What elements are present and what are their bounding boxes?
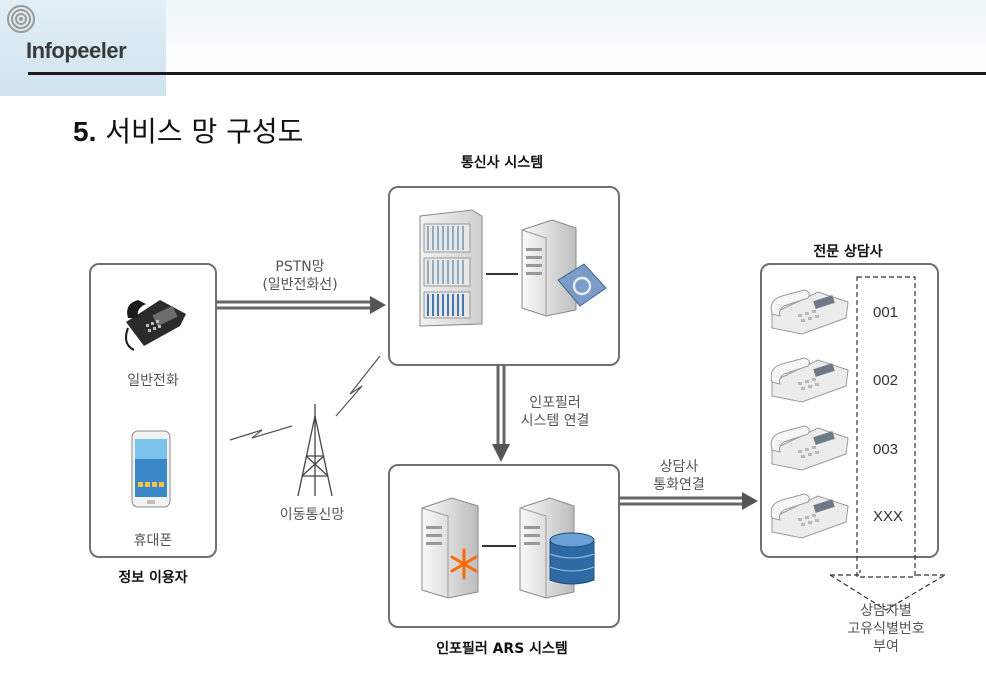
counselor-id-003: 003 (873, 441, 899, 458)
desk-phone-icon (125, 300, 186, 351)
pstn-connector (216, 296, 386, 314)
user-title: 정보 이용자 (118, 570, 188, 586)
counselor-id-xxx: XXX (873, 508, 904, 525)
server-settings-icon (521, 219, 607, 317)
office-phone-icon (770, 289, 849, 335)
database-server-icon (519, 497, 595, 599)
mobile-network-label: 이동통신망 (279, 507, 345, 523)
counselor-id-002: 002 (873, 372, 899, 389)
system-link-connector (492, 365, 510, 462)
id-note-line1: 상담자별 (860, 603, 912, 619)
id-note-line2: 고유식별번호 (847, 621, 925, 637)
title-text: 서비스 망 구성도 (105, 115, 304, 148)
mobile-label: 휴대폰 (133, 533, 173, 549)
wireless-bolt-upper (335, 355, 381, 417)
rack-server-link (486, 273, 518, 275)
office-phone-icon (770, 425, 849, 471)
id-note-line3: 부여 (873, 639, 899, 655)
exchange-rack-icon (419, 209, 483, 327)
landline-label: 일반전화 (127, 373, 179, 389)
ars-title: 인포필러 ARS 시스템 (436, 641, 568, 657)
pstn-label-line2: (일반전화선) (262, 277, 338, 293)
counselor-title: 전문 상담사 (813, 244, 883, 260)
page-title: 5. 서비스 망 구성도 (73, 110, 303, 150)
signal-logo-icon (7, 5, 35, 33)
logo-background (0, 0, 166, 96)
id-column-dashed (829, 276, 946, 611)
ars-server-icon (421, 497, 479, 599)
title-number: 5. (73, 116, 97, 147)
header-divider (28, 72, 986, 75)
call-label-line2: 통화연결 (653, 477, 705, 493)
counselor-id-001: 001 (873, 304, 899, 321)
ars-db-link (482, 545, 516, 547)
link-label-line1: 인포필러 (529, 395, 581, 411)
link-label-line2: 시스템 연결 (520, 413, 590, 429)
carrier-title: 통신사 시스템 (460, 155, 544, 171)
logo-text: Infopeeler (26, 38, 127, 63)
office-phone-icon (770, 493, 849, 539)
wireless-bolt-lower (229, 425, 293, 441)
office-phone-icon (770, 357, 849, 403)
pstn-label-line1: PSTN망 (275, 259, 325, 275)
call-connector (619, 492, 758, 510)
call-label-line1: 상담사 (659, 459, 699, 475)
header-band (166, 0, 986, 72)
smartphone-icon (131, 430, 171, 508)
cell-tower-icon (297, 404, 333, 497)
